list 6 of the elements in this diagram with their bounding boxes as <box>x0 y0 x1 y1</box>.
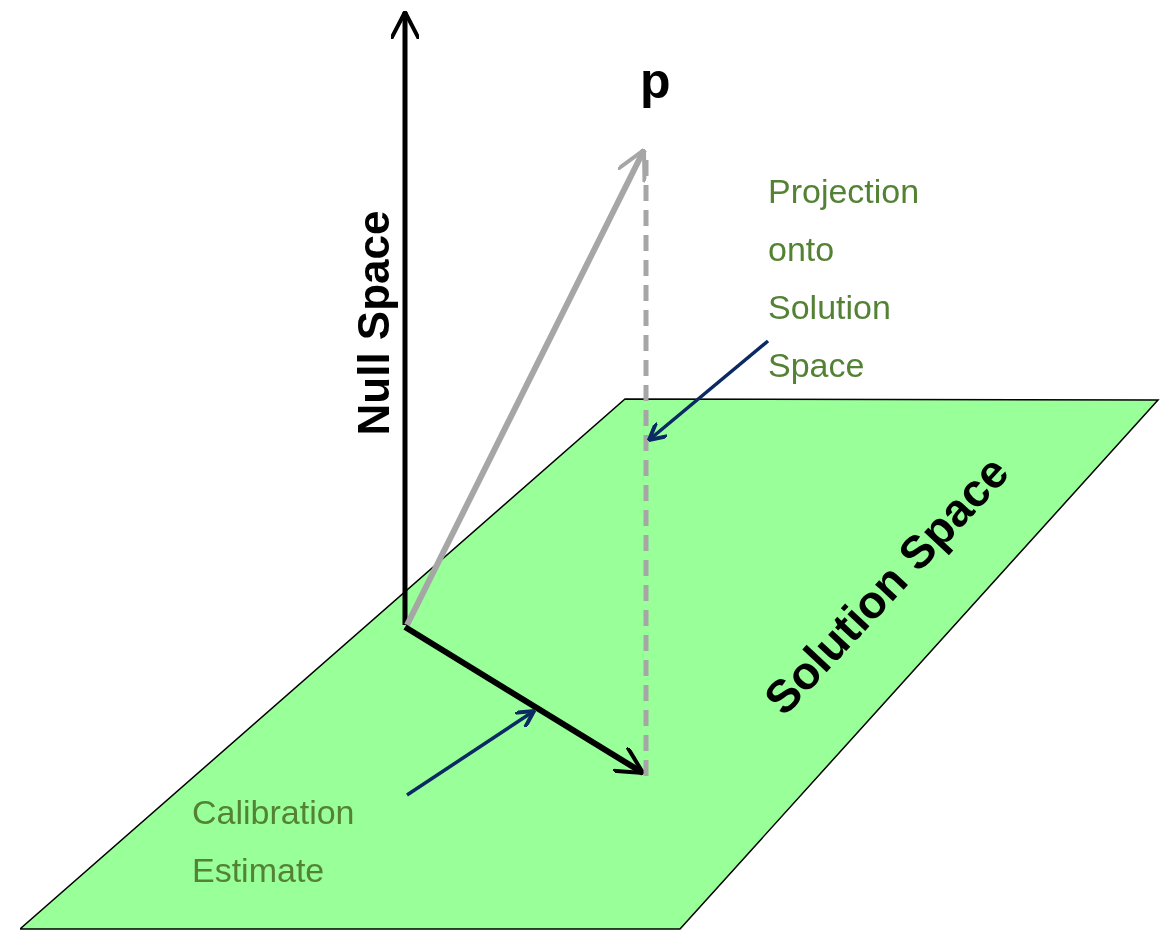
axis-label: Null Space <box>349 210 400 436</box>
annotation-text: Calibration Estimate <box>192 792 356 891</box>
vector-label: p <box>640 52 671 110</box>
leader-arrow <box>647 339 770 442</box>
annotation-text: Projection onto Solution Space <box>768 171 921 386</box>
leader-arrow <box>406 709 536 797</box>
